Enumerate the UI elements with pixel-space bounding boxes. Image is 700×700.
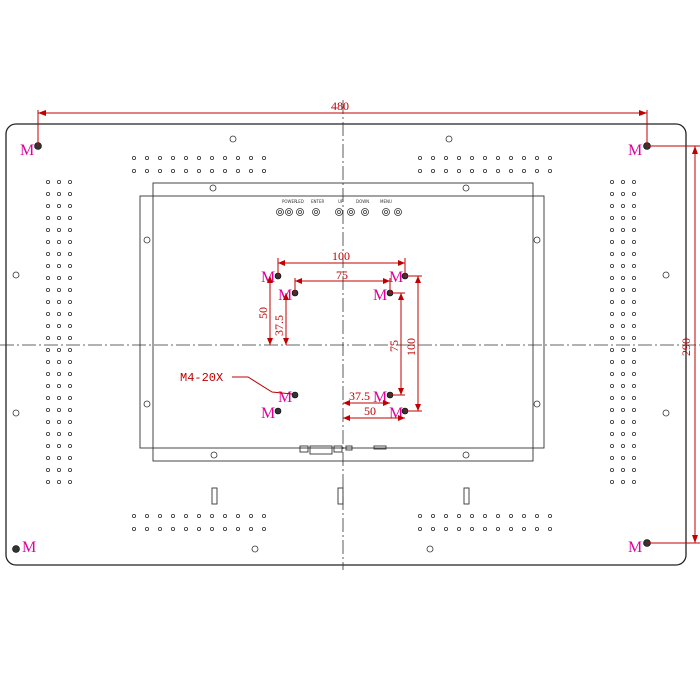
screw-marker-vesa-7: M — [261, 405, 275, 422]
button-label-enter: ENTER — [311, 199, 324, 204]
dim-vesa-inner-height: 75 — [387, 292, 405, 396]
dim-overall-height: 290 — [647, 145, 700, 544]
screw-marker-vesa-4: M — [373, 287, 387, 304]
screw-marker-top-left: M — [20, 142, 34, 159]
screw-marker-vesa-5: M — [278, 389, 292, 406]
monitor-outline — [5, 123, 687, 566]
screw-callout-label: M4-20X — [180, 371, 223, 385]
connector-strip — [299, 445, 387, 455]
screw-marker-vesa-2: M — [389, 269, 403, 286]
button-label-power: POWER — [282, 199, 297, 204]
vent-holes — [46, 155, 637, 532]
dim-vesa-inner-height-label: 75 — [387, 340, 401, 352]
button-label-led: LED — [296, 199, 304, 204]
dim-vesa-inner-width: 75 — [294, 268, 391, 293]
dim-vesa-outer-height: 100 — [404, 275, 422, 412]
button-label-up: UP — [338, 199, 344, 204]
screw-marker-bottom-right: M — [628, 539, 642, 556]
dim-bottom-offset-inner-label: 37.5 — [349, 389, 370, 403]
dim-bottom-offset-inner: 37.5 — [343, 389, 390, 406]
corner-screws: M M M M — [12, 142, 651, 556]
vesa-screws: M M M M M M M M — [261, 269, 409, 422]
dim-overall-width: 480 — [37, 99, 648, 146]
screw-marker-top-right: M — [628, 142, 642, 159]
dim-left-offset-outer-label: 50 — [256, 307, 270, 319]
dim-vesa-outer-width-label: 100 — [332, 249, 350, 263]
button-label-menu: MENU — [380, 199, 392, 204]
screw-callout: M4-20X — [180, 371, 293, 395]
back-cover-panel — [152, 182, 534, 462]
dim-bottom-offset-outer-label: 50 — [364, 404, 376, 418]
button-label-down: DOWN — [356, 199, 369, 204]
screw-marker-bottom-left: M — [22, 539, 36, 556]
dim-bottom-offset-outer: 50 — [343, 404, 405, 421]
screw-marker-vesa-1: M — [261, 269, 275, 286]
mounting-plate — [139, 195, 545, 449]
dim-left-offset-inner-label: 37.5 — [272, 315, 286, 336]
dim-left-offset-outer: 50 — [256, 276, 273, 345]
dim-left-offset-inner: 37.5 — [272, 293, 289, 345]
dim-vesa-outer-height-label: 100 — [404, 338, 418, 356]
button-panel: POWER LED ENTER UP DOWN MENU — [276, 199, 402, 216]
slots — [211, 487, 470, 505]
dim-vesa-outer-width: 100 — [277, 249, 406, 276]
dim-vesa-inner-width-label: 75 — [336, 268, 348, 282]
fixing-holes — [12, 135, 670, 553]
dim-overall-height-label: 290 — [679, 338, 693, 356]
dim-overall-width-label: 480 — [331, 99, 349, 113]
